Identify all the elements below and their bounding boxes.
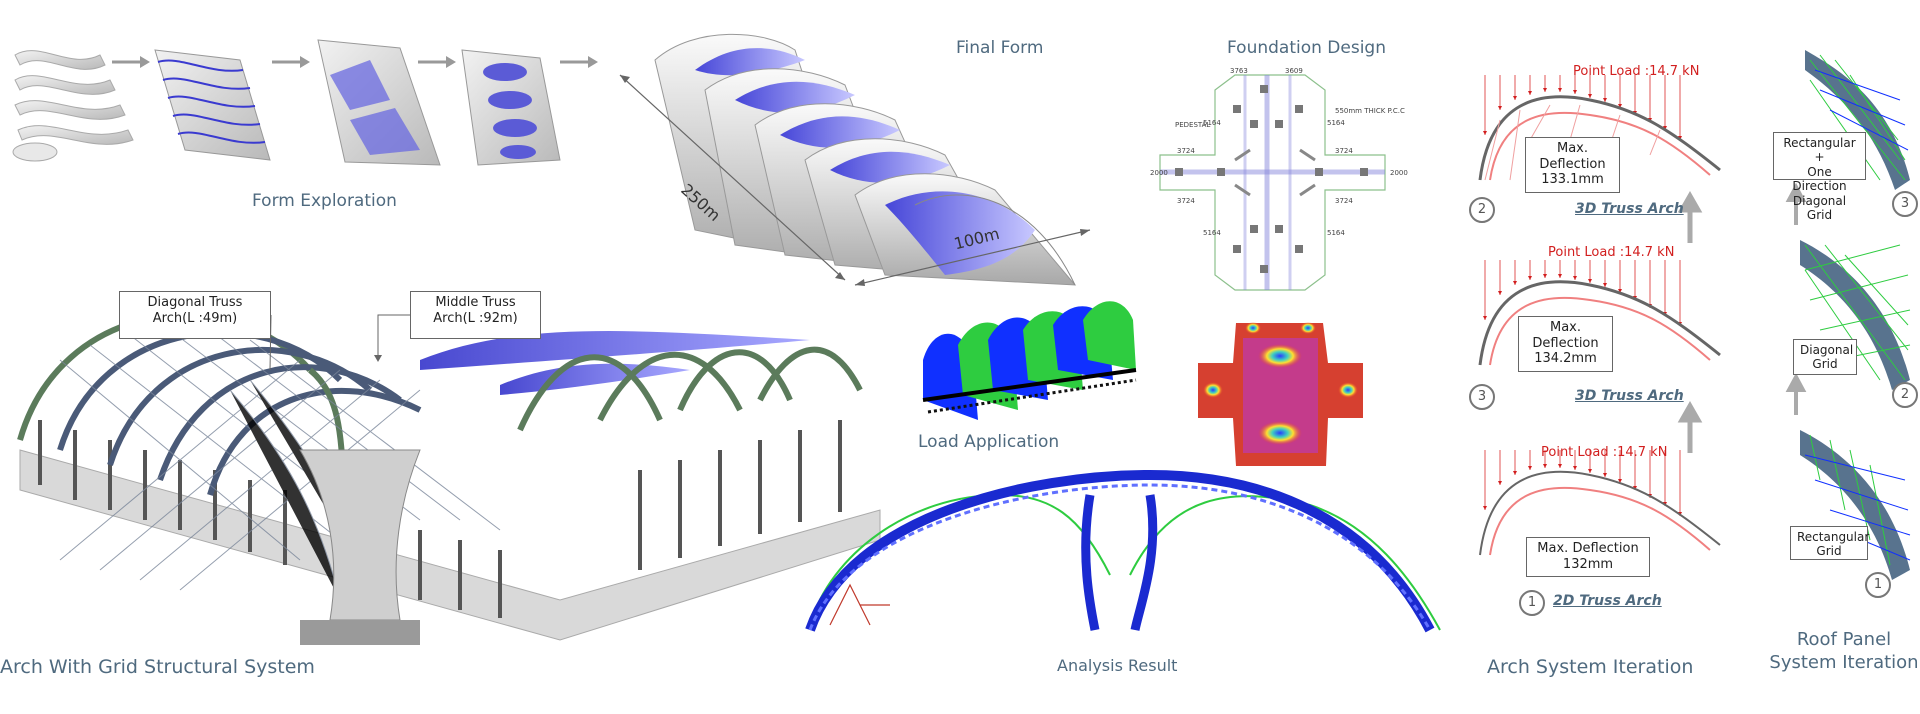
load-application-model	[922, 301, 1137, 420]
form-exploration-title: Form Exploration	[252, 191, 397, 211]
arch-deflection-text: Max. Deflection 132mm	[1537, 541, 1639, 572]
foundation-plan: 3763 3609 3724 3724 3724 3724 5164 5164 …	[1150, 67, 1408, 291]
analysis-title: Analysis Result	[1057, 656, 1178, 675]
dim-label: 5164	[1327, 229, 1345, 237]
final-form-diagram	[619, 33, 1091, 286]
dim-label: 3724	[1177, 147, 1195, 155]
dim-label: 3724	[1335, 197, 1353, 205]
roof-iteration-number: 1	[1865, 572, 1891, 598]
dim-label: 3763	[1230, 67, 1248, 75]
form-step-2	[154, 49, 271, 161]
roof-iteration-diagrams	[1785, 50, 1911, 580]
form-step-4	[461, 49, 561, 166]
dim-label: 3609	[1285, 67, 1303, 75]
analysis-result-model	[805, 469, 1441, 633]
arch-iteration-number: 2	[1469, 197, 1495, 223]
dim-label: 2000	[1150, 169, 1168, 177]
dim-label: 5164	[1327, 119, 1345, 127]
roof-iteration-number: 3	[1892, 191, 1918, 217]
arch-iteration-number: 1	[1519, 590, 1545, 616]
load-application-title: Load Application	[918, 432, 1060, 452]
roof-iteration-label-text: Rectangular + One Direction Diagonal Gri…	[1783, 136, 1856, 222]
diagonal-truss-text: Diagonal Truss Arch(L :49m)	[147, 295, 243, 326]
pedestal-label: PEDESTAL	[1175, 121, 1210, 129]
final-form-title: Final Form	[956, 38, 1044, 58]
arch-deflection-text: Max. Deflection 133.1mm	[1539, 141, 1606, 188]
pcc-label: 550mm THICK P.C.C	[1335, 107, 1405, 115]
form-step-1	[12, 50, 134, 162]
arch-iteration-diagrams	[1478, 75, 1721, 556]
roof-iteration-label: Rectangular Grid	[1790, 526, 1870, 560]
arch-point-load-label: Point Load :14.7 kN	[1573, 64, 1700, 79]
arch-grid-title: Arch With Grid Structural System	[0, 656, 315, 678]
foundation-title: Foundation Design	[1227, 38, 1386, 58]
roof-iteration-title: Roof Panel System Iteration	[1769, 629, 1919, 673]
arch-point-load-label: Point Load :14.7 kN	[1548, 245, 1675, 260]
dim-label: 3724	[1177, 197, 1195, 205]
arch-iteration-name[interactable]: 2D Truss Arch	[1553, 593, 1662, 609]
dim-label: 2000	[1390, 169, 1408, 177]
arch-deflection-box: Max. Deflection 132mm	[1526, 537, 1650, 577]
arch-iteration-name[interactable]: 3D Truss Arch	[1575, 201, 1684, 217]
arch-iteration-number: 3	[1469, 384, 1495, 410]
middle-truss-label: Middle Truss Arch(L :92m)	[410, 291, 541, 339]
arch-deflection-box: Max. Deflection 133.1mm	[1525, 137, 1620, 193]
dim-label: 5164	[1203, 119, 1221, 127]
roof-iteration-label: Rectangular + One Direction Diagonal Gri…	[1773, 132, 1866, 222]
arch-point-load-label: Point Load :14.7 kN	[1541, 445, 1668, 460]
roof-iteration-label-text: Diagonal Grid	[1800, 343, 1854, 372]
roof-iteration-label: Diagonal Grid	[1793, 339, 1857, 375]
dim-label: 3724	[1335, 147, 1353, 155]
arch-deflection-box: Max. Deflection 134.2mm	[1518, 316, 1613, 372]
roof-iteration-label-text: Rectangular Grid	[1797, 530, 1870, 559]
arch-deflection-text: Max. Deflection 134.2mm	[1532, 320, 1599, 367]
arch-grid-render	[17, 312, 881, 645]
arch-iteration-title: Arch System Iteration	[1487, 656, 1694, 678]
diagonal-truss-label: Diagonal Truss Arch(L :49m)	[119, 291, 271, 339]
roof-iteration-number: 2	[1892, 382, 1918, 408]
form-step-3	[317, 39, 441, 166]
middle-truss-text: Middle Truss Arch(L :92m)	[433, 295, 518, 326]
form-exploration-diagram	[12, 39, 598, 166]
stress-contour	[1198, 322, 1363, 466]
arch-iteration-name[interactable]: 3D Truss Arch	[1575, 388, 1684, 404]
dim-label: 5164	[1203, 229, 1221, 237]
